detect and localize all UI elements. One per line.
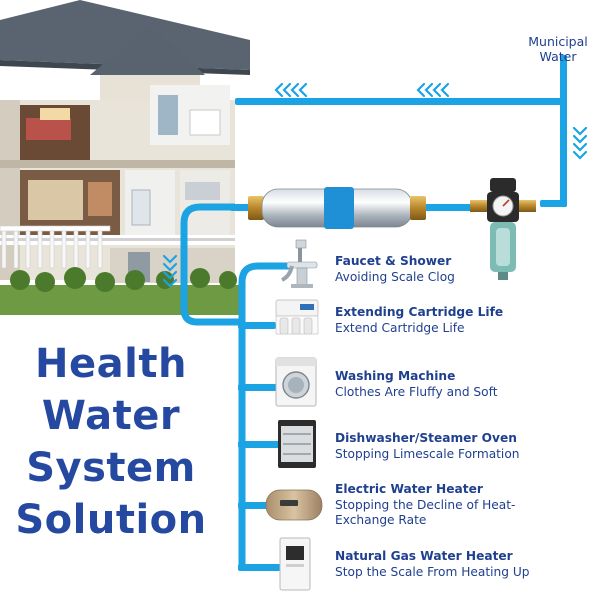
flow-arrow-left-2 xyxy=(416,82,450,98)
appliance-label-dishwasher: Dishwasher/Steamer Oven Stopping Limesca… xyxy=(335,431,597,462)
appliance-description: Avoiding Scale Clog xyxy=(335,269,455,284)
headline-line3: System xyxy=(26,445,196,491)
faucet-icon xyxy=(281,239,318,288)
appliance-description: Extend Cartridge Life xyxy=(335,320,465,335)
appliance-description: Stop the Scale From Heating Up xyxy=(335,564,530,579)
appliance-label-washing-machine: Washing Machine Clothes Are Fluffy and S… xyxy=(335,369,597,400)
gas-heater-icon xyxy=(279,537,311,591)
appliance-title: Electric Water Heater xyxy=(335,482,483,496)
appliance-title: Extending Cartridge Life xyxy=(335,305,504,319)
appliance-title: Natural Gas Water Heater xyxy=(335,549,513,563)
flow-arrow-down-1 xyxy=(572,126,588,160)
appliance-description: Stopping Limescale Formation xyxy=(335,446,520,461)
appliance-label-faucet: Faucet & Shower Avoiding Scale Clog xyxy=(335,254,597,285)
appliance-description: Stopping the Decline of Heat-Exchange Ra… xyxy=(335,497,516,528)
electric-heater-icon xyxy=(265,489,323,521)
dishwasher-icon xyxy=(278,420,316,468)
washing-machine-icon xyxy=(275,357,317,407)
appliance-label-electric-heater: Electric Water Heater Stopping the Decli… xyxy=(335,482,557,529)
source-label-line2: Water xyxy=(539,49,577,64)
source-label-line1: Municipal xyxy=(528,34,588,49)
house-illustration xyxy=(0,0,250,315)
appliance-title: Washing Machine xyxy=(335,369,456,383)
water-filter-cartridge xyxy=(248,187,426,229)
appliance-title: Dishwasher/Steamer Oven xyxy=(335,431,517,445)
headline-line4: Solution xyxy=(15,497,207,543)
appliance-description: Clothes Are Fluffy and Soft xyxy=(335,384,498,399)
municipal-water-label: Municipal Water xyxy=(518,34,598,64)
appliance-label-gas-heater: Natural Gas Water Heater Stop the Scale … xyxy=(335,549,597,580)
ro-purifier-icon xyxy=(275,299,319,335)
flow-arrow-down-2 xyxy=(162,254,178,288)
pre-filter-with-pressure-gauge xyxy=(470,178,536,280)
flow-arrow-left-1 xyxy=(274,82,308,98)
flow-arrows xyxy=(162,82,588,288)
headline-line2: Water xyxy=(41,393,181,439)
appliance-label-cartridge: Extending Cartridge Life Extend Cartridg… xyxy=(335,305,597,336)
headline-line1: Health xyxy=(35,341,187,387)
appliance-title: Faucet & Shower xyxy=(335,254,452,268)
